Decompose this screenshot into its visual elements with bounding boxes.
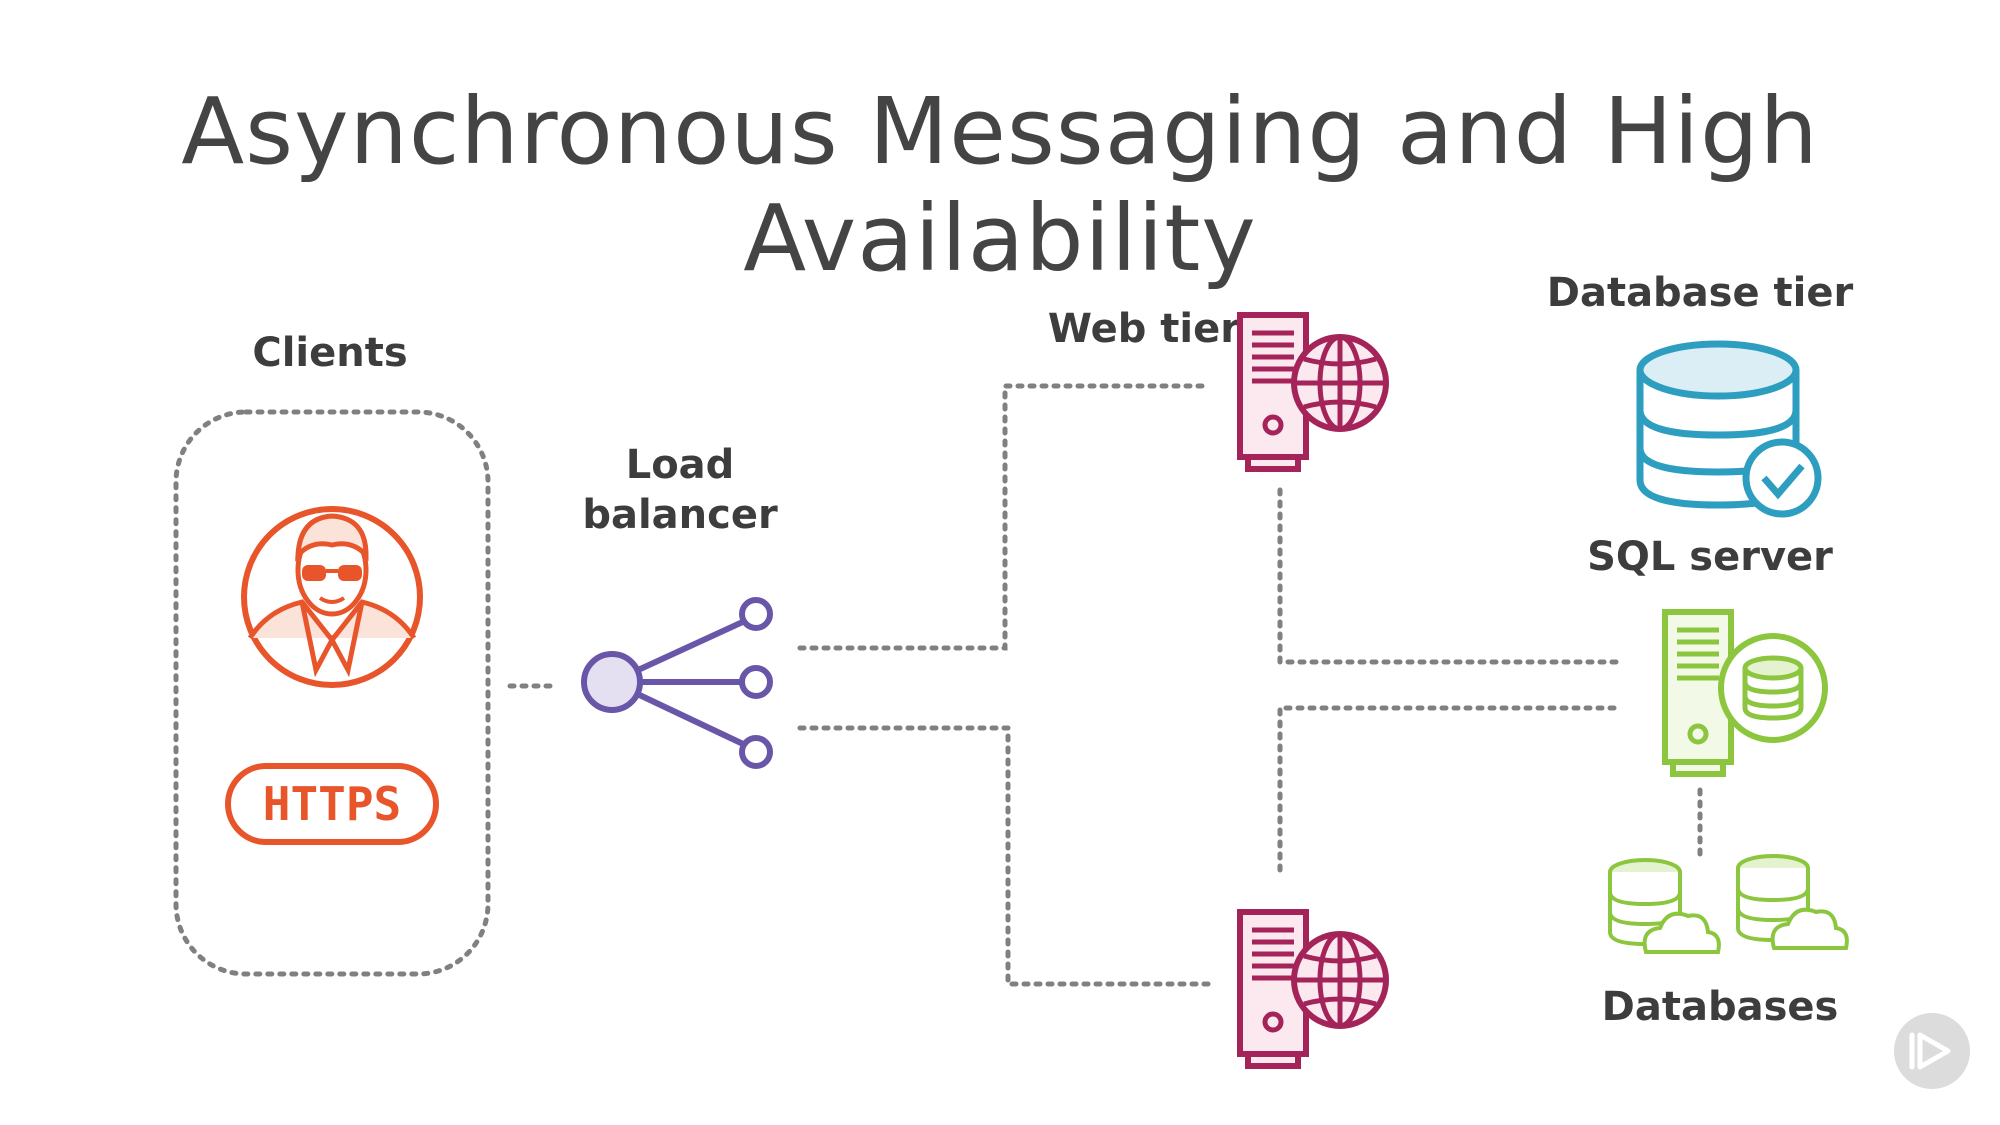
https-badge-text: HTTPS bbox=[263, 777, 401, 831]
play-button[interactable] bbox=[1894, 1013, 1970, 1089]
clients-label: Clients bbox=[252, 330, 408, 376]
clients-group-box bbox=[173, 409, 491, 977]
connectors bbox=[507, 383, 1703, 987]
load-balancer-label-line1: Load bbox=[625, 442, 735, 488]
database-tier-label: Database tier bbox=[1546, 270, 1854, 316]
web-server-globe-icon bbox=[1237, 312, 1389, 472]
https-badge-icon: HTTPS bbox=[225, 763, 439, 845]
load-balancer-icon bbox=[581, 597, 773, 769]
play-icon bbox=[1909, 1032, 1951, 1070]
cloud-database-icon bbox=[1736, 854, 1849, 950]
database-check-icon bbox=[1636, 340, 1822, 518]
databases-label: Databases bbox=[1601, 984, 1839, 1030]
load-balancer-label-line2: balancer bbox=[582, 492, 778, 538]
sql-server-label: SQL server bbox=[1587, 534, 1833, 580]
connector-web-top-sql bbox=[1277, 487, 1623, 665]
slide-title: Asynchronous Messaging and High Availabi… bbox=[181, 78, 1819, 292]
web-tier-label: Web tier bbox=[1047, 306, 1240, 352]
connector-web-bottom-sql bbox=[1277, 705, 1623, 873]
connector-lb-web-top bbox=[797, 383, 1213, 651]
web-server-globe-icon bbox=[1237, 909, 1389, 1069]
user-sunglasses-icon bbox=[241, 506, 423, 688]
database-server-icon bbox=[1662, 609, 1828, 777]
cloud-database-icon bbox=[1608, 858, 1721, 954]
connector-lb-web-bottom bbox=[797, 725, 1213, 987]
